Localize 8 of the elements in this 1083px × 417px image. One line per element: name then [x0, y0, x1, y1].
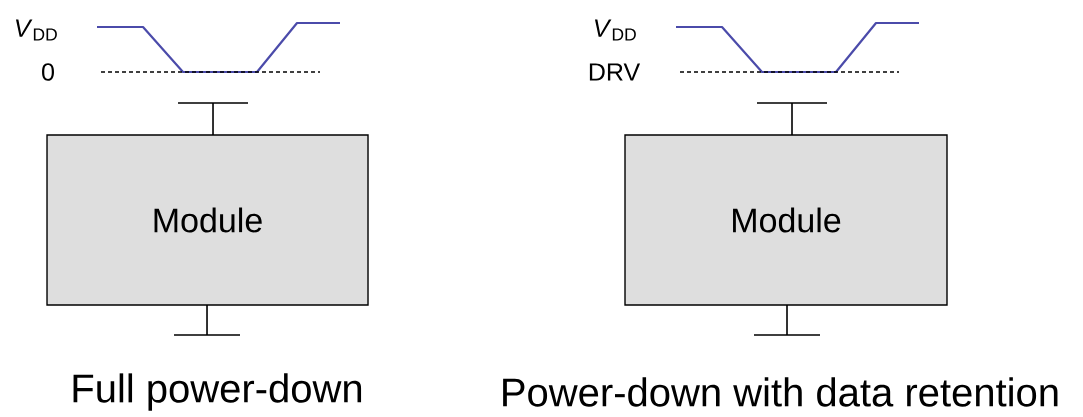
module-box: Module	[624, 134, 948, 306]
voltage-label: DRV	[589, 63, 641, 81]
voltage-label: 0	[42, 63, 54, 81]
node-label: Power-down with data retention	[503, 377, 1058, 407]
node-label: Full power-down	[73, 373, 362, 411]
voltage-label: V$_{DD}$	[16, 19, 57, 41]
module-box: Module	[46, 134, 369, 306]
voltage-label: V$_{DD}$	[595, 19, 636, 41]
